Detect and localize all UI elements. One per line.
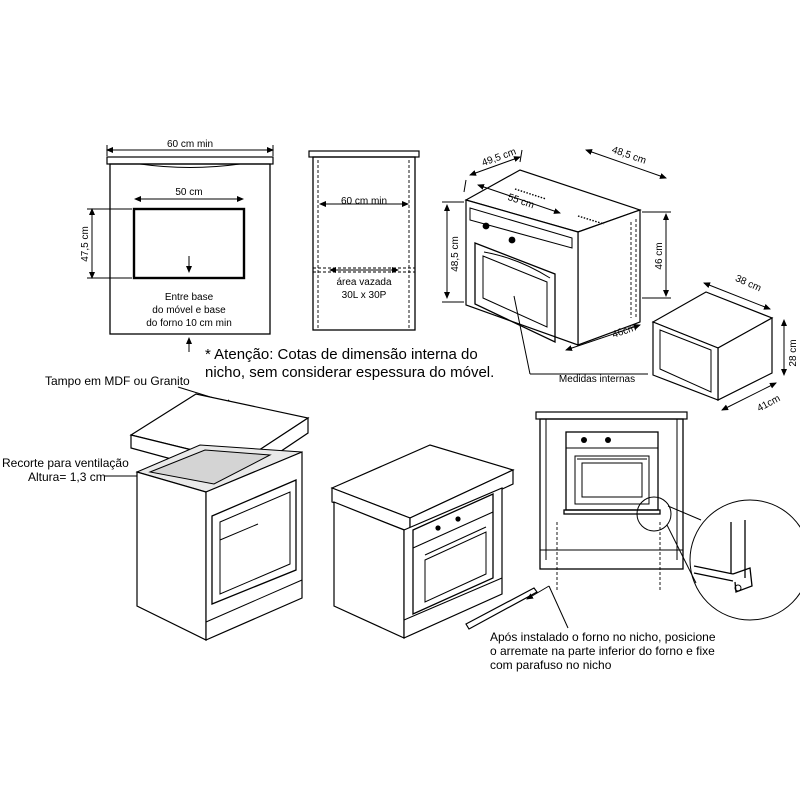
cavity-height-label: 28 cm	[788, 339, 799, 366]
exploded-cabinet: Tampo em MDF ou Granito Recorte para ven…	[2, 374, 310, 641]
install-note-leader	[548, 585, 569, 629]
front-installed-trim	[563, 509, 661, 515]
front-countertop	[106, 156, 274, 165]
attention-note-line-1: * Atenção: Cotas de dimensão interna do	[205, 346, 478, 363]
installed-oven-front	[412, 492, 494, 616]
vent-area-line-2: 30L x 30P	[342, 290, 387, 301]
oven-width-dimension-line	[477, 184, 561, 214]
oven-window	[482, 255, 548, 328]
screw-icon	[734, 584, 742, 592]
oven-control-panel	[469, 207, 573, 249]
front-oven-knob-left-icon	[581, 437, 587, 443]
internal-measures-label: Medidas internas	[559, 374, 635, 385]
vent-height-label: Altura= 1,3 cm	[28, 470, 106, 484]
vent-area-line-1: área vazada	[336, 277, 391, 288]
front-width-label: 60 cm min	[167, 139, 213, 150]
install-note-line-1: Após instalado o forno no nicho, posicio…	[490, 630, 716, 644]
detail-callout-circle	[636, 496, 672, 532]
front-installed-view	[535, 411, 800, 621]
side-countertop	[308, 150, 420, 158]
cutout-width-label: 50 cm	[175, 187, 202, 198]
oven-knob-left-icon	[482, 222, 490, 230]
front-installed-cabinet	[539, 418, 684, 570]
front-installed-countertop	[535, 411, 688, 420]
front-view: 60 cm min 50 cm 47,5 cm Entre base do mó…	[80, 139, 274, 352]
oven-knob-right-icon	[508, 236, 516, 244]
front-cabinet-body	[109, 163, 271, 335]
base-note-line-1: Entre base	[165, 292, 214, 303]
side-cabinet-body	[312, 156, 416, 331]
detail-zoom-circle	[689, 499, 800, 621]
oven-total-depth-label: 48,5 cm	[610, 145, 647, 167]
installed-oven-knob-right-icon	[455, 516, 461, 522]
front-cutout	[132, 207, 246, 280]
oven-handle	[483, 251, 551, 279]
vent-cutout-label: Recorte para ventilação	[2, 456, 129, 470]
base-note-line-2: do móvel e base	[152, 305, 226, 316]
cavity-depth-dimension-line	[703, 282, 771, 310]
cavity-box: 38 cm 28 cm 41cm Medidas internas	[513, 273, 799, 414]
install-note-line-3: com parafuso no nicho	[490, 658, 612, 672]
oven-isometric: 49,5 cm 48,5 cm 55 cm 48,5 cm 46 cm 46cm	[442, 145, 671, 351]
oven-depth-dimension-line	[469, 156, 521, 176]
oven-body-height-label: 46 cm	[654, 242, 665, 269]
oven-total-depth-dimension-line	[585, 149, 667, 179]
base-note-line-3: do forno 10 cm min	[146, 318, 232, 329]
oven-depth-label: 49,5 cm	[481, 146, 518, 169]
trim-strip	[465, 587, 538, 630]
oven-height-label: 48,5 cm	[450, 236, 461, 272]
attention-note-line-2: nicho, sem considerar espessura do móvel…	[205, 364, 494, 381]
installed-oven-window	[424, 531, 487, 603]
cavity-front-face	[652, 321, 719, 401]
cabinet-side-face	[136, 471, 207, 641]
countertop-label: Tampo em MDF ou Granito	[45, 374, 190, 388]
internal-leader-line	[513, 295, 531, 375]
cavity-width-label: 41cm	[755, 393, 782, 414]
side-view: 60 cm min área vazada 30L x 30P	[308, 150, 420, 331]
install-note-line-2: o arremate na parte inferior do forno e …	[490, 644, 715, 658]
cabinet-front-face	[205, 451, 303, 641]
installed-oven-knob-left-icon	[435, 525, 441, 531]
installed-cabinet	[330, 444, 515, 639]
cavity-width-dimension-line	[721, 382, 777, 411]
front-vent-recess	[139, 163, 241, 168]
cabinet-niche-opening	[211, 479, 297, 605]
oven-door	[474, 242, 556, 344]
side-depth-label: 60 cm min	[341, 196, 387, 207]
cavity-depth-label: 38 cm	[733, 273, 762, 294]
front-oven-knob-right-icon	[605, 437, 611, 443]
front-installed-oven	[565, 431, 659, 511]
oven-body-width-dimension-line	[565, 324, 641, 351]
cutout-height-label: 47,5 cm	[80, 226, 91, 262]
